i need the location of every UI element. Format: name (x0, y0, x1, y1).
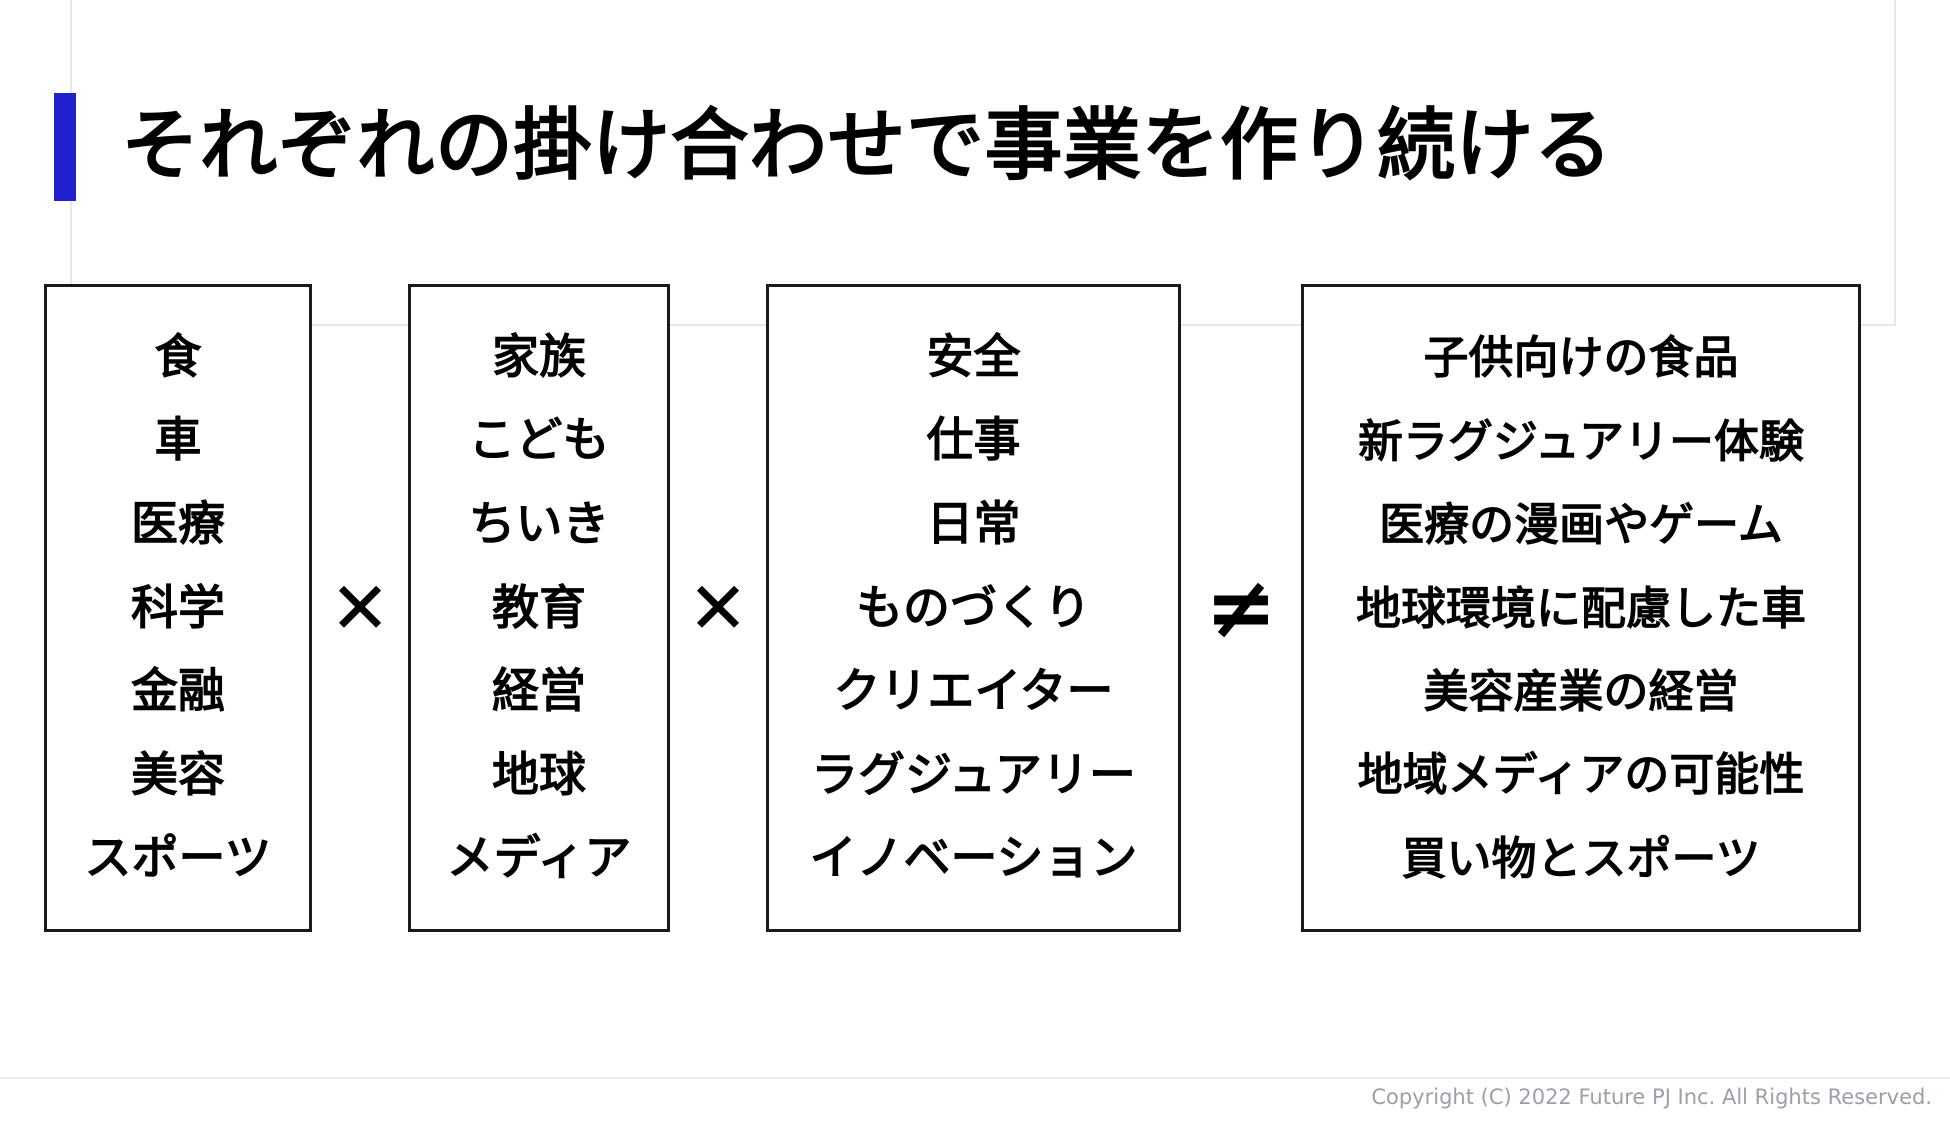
formula-row: 食 車 医療 科学 金融 美容 スポーツ ✕ 家族 こども ちいき 教育 経営 … (0, 284, 1950, 932)
list-item: 買い物とスポーツ (1401, 831, 1761, 885)
list-item: ラグジュアリー (811, 747, 1136, 803)
column-audiences: 家族 こども ちいき 教育 経営 地球 メディア (408, 284, 670, 932)
list-item: 金融 (131, 664, 225, 720)
list-item: 科学 (131, 580, 225, 636)
multiply-icon: ✕ (329, 566, 391, 650)
list-item: 食 (154, 329, 202, 385)
accent-bar-icon (54, 93, 76, 201)
multiply-icon: ✕ (687, 566, 749, 650)
list-item: 地域メディアの可能性 (1357, 748, 1805, 802)
list-item: 仕事 (926, 413, 1021, 469)
list-item: 車 (154, 413, 202, 469)
list-item: 安全 (926, 329, 1021, 385)
copyright-text: Copyright (C) 2022 Future PJ Inc. All Ri… (1371, 1085, 1932, 1109)
not-equal-icon: ≠ (1204, 558, 1278, 658)
list-item: 医療 (131, 496, 225, 552)
page-title: それぞれの掛け合わせで事業を作り続ける (121, 101, 1613, 192)
list-item: ちいき (468, 496, 610, 552)
list-item: スポーツ (84, 831, 272, 887)
list-item: 医療の漫画やゲーム (1379, 498, 1783, 552)
list-item: クリエイター (833, 664, 1114, 720)
list-item: 教育 (492, 580, 586, 636)
column-outcomes: 子供向けの食品 新ラグジュアリー体験 医療の漫画やゲーム 地球環境に配慮した車 … (1301, 284, 1861, 932)
list-item: 日常 (926, 496, 1021, 552)
column-domains: 食 車 医療 科学 金融 美容 スポーツ (44, 284, 312, 932)
list-item: イノベーション (809, 831, 1138, 887)
list-item: 地球 (492, 747, 586, 803)
list-item: 美容 (131, 747, 225, 803)
list-item: 家族 (492, 329, 586, 385)
title-card: それぞれの掛け合わせで事業を作り続ける (54, 0, 1896, 326)
list-item: 地球環境に配慮した車 (1355, 581, 1806, 635)
column-themes: 安全 仕事 日常 ものづくり クリエイター ラグジュアリー イノベーション (766, 284, 1181, 932)
list-item: 経営 (492, 664, 586, 720)
title-row: それぞれの掛け合わせで事業を作り続ける (54, 92, 1613, 202)
list-item: メディア (446, 831, 632, 887)
list-item: ものづくり (856, 580, 1091, 636)
list-item: 新ラグジュアリー体験 (1358, 414, 1804, 468)
list-item: 子供向けの食品 (1423, 331, 1739, 385)
list-item: こども (468, 413, 610, 469)
slide-footer: Copyright (C) 2022 Future PJ Inc. All Ri… (0, 1077, 1950, 1123)
list-item: 美容産業の経営 (1423, 664, 1739, 718)
